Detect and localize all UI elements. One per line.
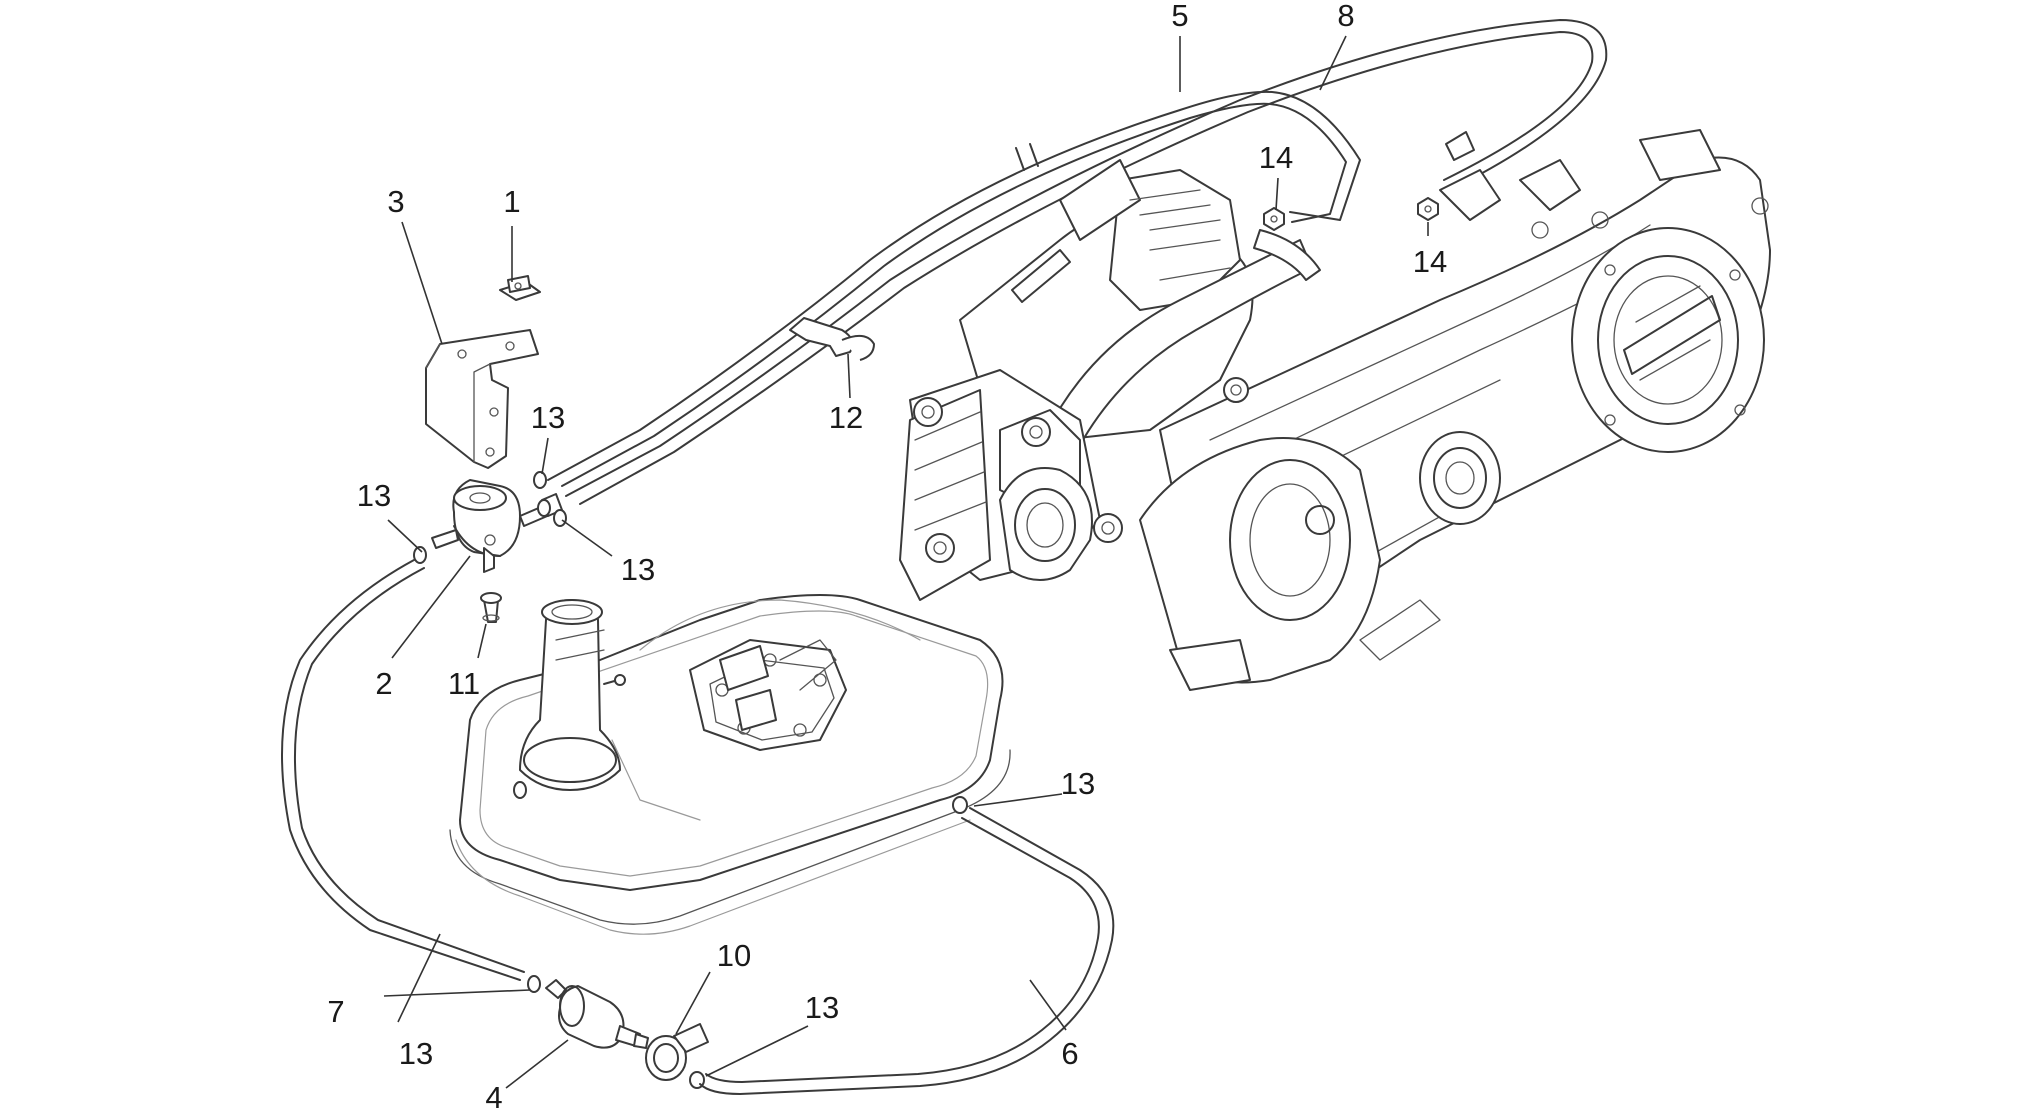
variator-cover [1571, 227, 1765, 453]
callout-10: 10 [717, 938, 751, 973]
clip-nut [499, 275, 541, 301]
callout-13-pump-left: 13 [357, 478, 391, 513]
callout-2: 2 [375, 666, 392, 701]
callout-12: 12 [829, 400, 863, 435]
callouts: 1 2 3 4 5 6 7 8 10 11 12 13 13 13 13 13 … [327, 0, 1447, 1115]
fuel-pump [431, 479, 563, 573]
callout-13-pump-top: 13 [531, 400, 565, 435]
callout-8: 8 [1337, 0, 1354, 33]
spring-clamp [645, 1023, 709, 1081]
filler-neck [519, 599, 621, 791]
fuel-pump-flange [689, 639, 847, 751]
nut [1263, 197, 1439, 231]
callout-13-filter-left: 13 [399, 1036, 433, 1071]
callout-13-tank: 13 [1061, 766, 1095, 801]
fuel-tank [449, 594, 1011, 935]
fuel-hose-5 [547, 90, 1361, 487]
throttle-body [1059, 159, 1241, 311]
fuel-hose-8 [565, 19, 1608, 505]
hose-clip [789, 317, 875, 361]
wheel-hub [1419, 431, 1501, 525]
callout-6: 6 [1061, 1036, 1078, 1071]
fuel-filter [545, 979, 649, 1049]
callout-5: 5 [1171, 0, 1188, 33]
callout-14-left: 14 [1259, 140, 1293, 175]
bracket [425, 329, 539, 469]
leader-lines [383, 35, 1429, 1089]
callout-1: 1 [503, 184, 520, 219]
fuel-hose-7 [281, 559, 525, 981]
callout-13-filter-right: 13 [805, 990, 839, 1025]
callout-3: 3 [387, 184, 404, 219]
screw [480, 592, 502, 623]
callout-13-pump-right: 13 [621, 552, 655, 587]
engine-assembly [899, 129, 1771, 691]
fuel-hose-6 [699, 807, 1115, 1095]
callout-7: 7 [327, 994, 344, 1029]
callout-14-right: 14 [1413, 244, 1447, 279]
callout-11: 11 [448, 666, 480, 701]
hose-clamp [413, 471, 968, 1089]
callout-4: 4 [485, 1080, 502, 1115]
